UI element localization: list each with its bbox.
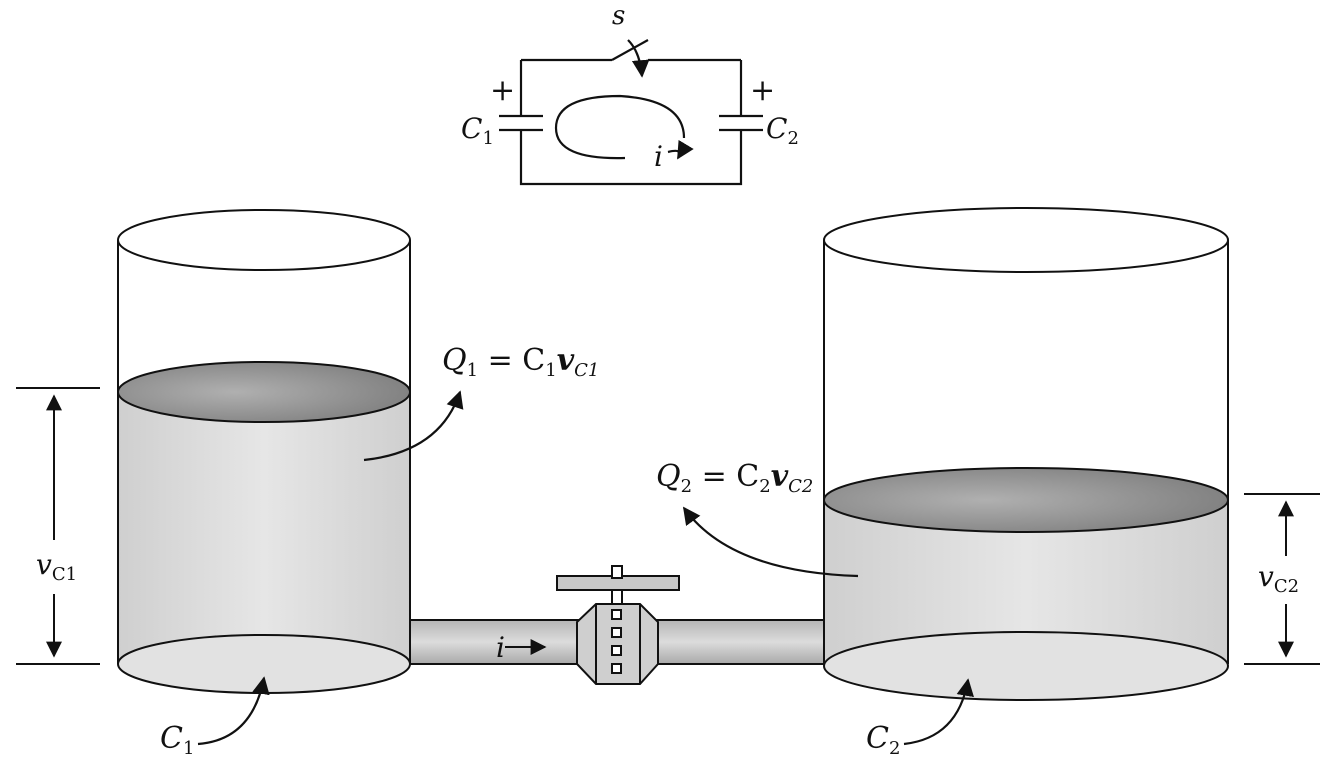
tank-right-top [823,207,1229,273]
switch-blade [611,39,649,61]
c2-circuit-label: C2 [766,112,799,149]
plus-right: + [750,73,775,108]
water-surface-left [117,361,411,423]
valve-stem [611,589,623,605]
switch-label: s [612,1,625,31]
plus-left: + [490,73,515,108]
capacity-arrow-left [197,676,270,746]
tank-left: vC1 Q1 = C1vC1 C1 [16,209,599,759]
level-label-left: vC1 [36,548,77,585]
current-loop [554,94,686,160]
charge-label-left: Q1 = C1vC1 [442,343,599,381]
c1-circuit-label: C1 [461,112,494,149]
capacity-arrow-right [903,678,974,746]
tank-right-bottom [823,631,1229,701]
charge-arrow-left [363,390,464,462]
valve[interactable] [556,565,680,685]
flow-label: i [496,631,505,664]
charge-label-right: Q2 = C2vC2 [656,459,813,497]
wire-bottom [519,130,743,186]
tank-left-bottom [117,634,411,694]
capacity-label-right: C2 [866,721,900,759]
tank-left-top [117,209,411,271]
capacitor-c1-symbol [499,114,543,132]
current-loop-arrow [667,139,694,160]
capacity-label-left: C1 [160,721,194,759]
water-surface-right [823,467,1229,533]
tank-right: vC2 Q2 = C2vC2 C2 [656,207,1320,759]
circuit-diagram: s + + C1 C2 i [461,1,799,186]
switch-arrow [627,39,650,78]
valve-stem-top [611,565,623,579]
charge-arrow-right [682,506,859,578]
level-label-right: vC2 [1258,560,1299,597]
capacitor-c2-symbol [719,114,763,132]
current-label: i [654,140,663,173]
